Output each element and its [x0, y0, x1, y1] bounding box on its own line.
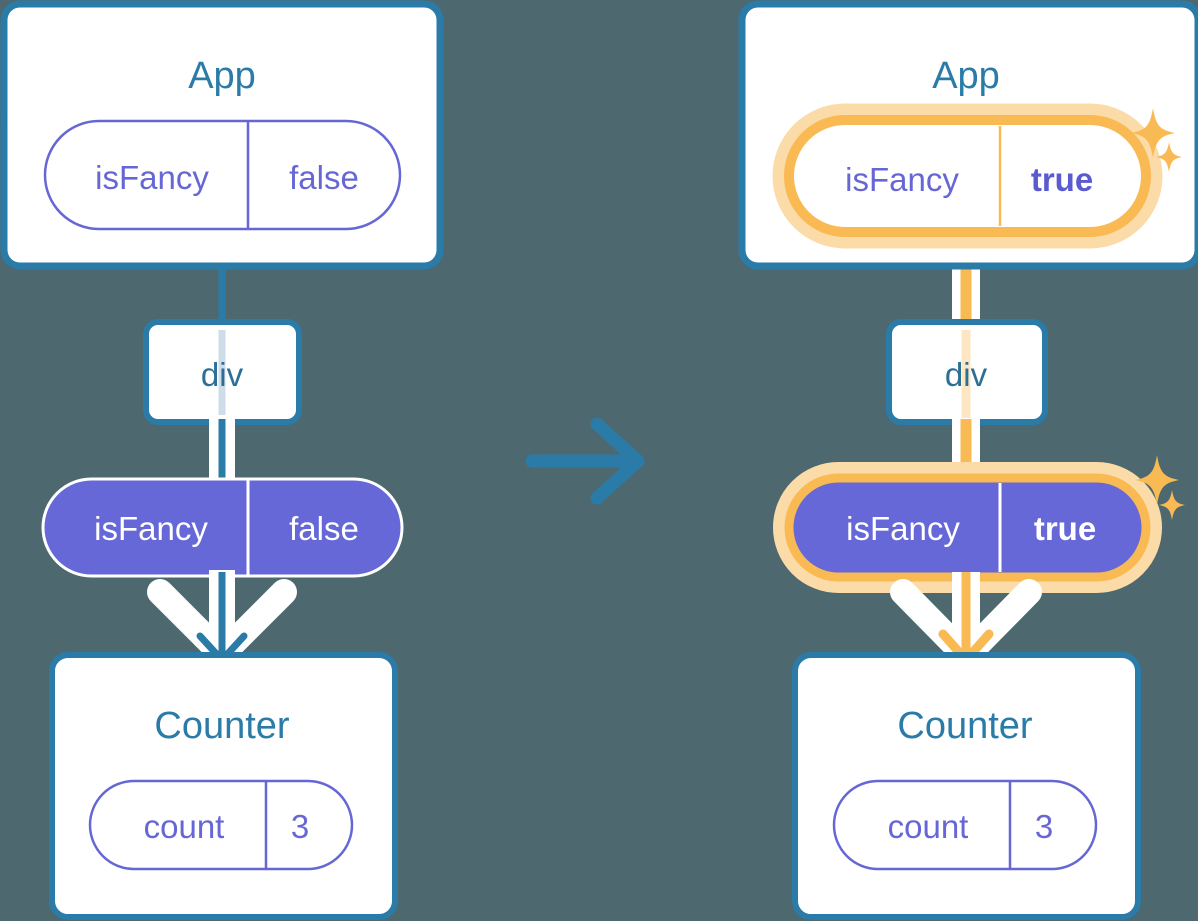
app-state-pill-value-before: false [289, 159, 359, 196]
counter-title-after: Counter [897, 705, 1033, 747]
div-label-before: div [201, 356, 244, 393]
app-state-pill-value-after: true [1031, 161, 1093, 198]
app-state-pill-before [43, 119, 402, 231]
transition-arrow [525, 417, 645, 505]
div-label-after: div [945, 356, 988, 393]
prop-pill-name-after: isFancy [846, 510, 960, 547]
panel-after: App isFancy true div isFancy true [738, 0, 1198, 920]
sparkle-small-prop-after [1159, 490, 1185, 520]
app-title-before: App [188, 55, 256, 97]
app-state-pill-highlight-ring-after [784, 115, 1151, 237]
counter-state-pill-name-after: count [888, 808, 969, 845]
counter-title-before: Counter [154, 705, 290, 747]
prop-pill-name-before: isFancy [94, 510, 208, 547]
app-state-pill-name-before: isFancy [95, 159, 209, 196]
counter-state-pill-value-before: 3 [291, 808, 309, 845]
counter-state-pill-value-after: 3 [1035, 808, 1053, 845]
prop-pill-value-before: false [289, 510, 359, 547]
sparkle-small-app-after [1156, 142, 1182, 172]
panel-before: App isFancy false div isFancy false [0, 0, 444, 920]
app-state-pill-glow-after [772, 103, 1163, 249]
sparkle-large-prop-after [1135, 455, 1179, 505]
arrow-right-icon [590, 417, 645, 505]
counter-state-pill-before [88, 779, 354, 871]
counter-state-pill-name-before: count [144, 808, 225, 845]
prop-pill-value-after: true [1034, 510, 1096, 547]
counter-state-pill-after [832, 779, 1098, 871]
app-state-pill-name-after: isFancy [845, 161, 959, 198]
app-title-after: App [932, 55, 1000, 97]
sparkle-large-app-after [1131, 108, 1175, 158]
